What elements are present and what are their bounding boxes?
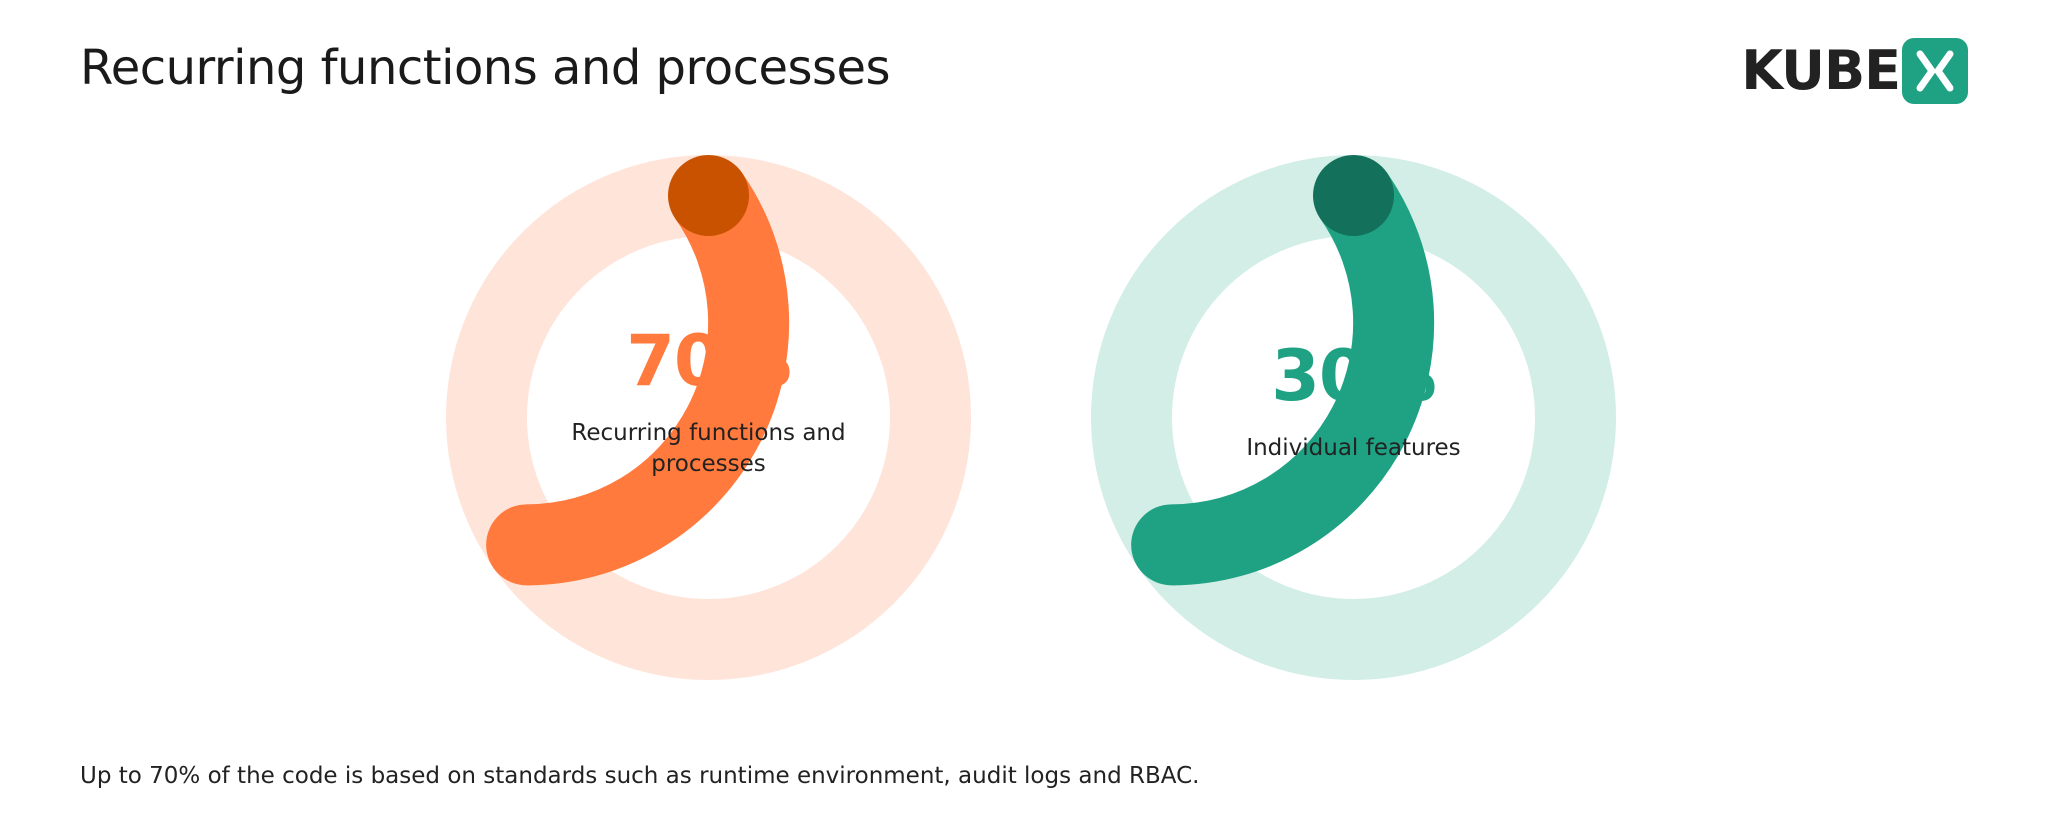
donut-center: 70% Recurring functions and processes xyxy=(446,155,971,680)
donut-start-cap xyxy=(668,155,749,236)
donut-center: 30% Individual features xyxy=(1091,155,1616,680)
page-title: Recurring functions and processes xyxy=(80,40,891,96)
donut-end-cap xyxy=(1131,504,1213,586)
donut-start-cap xyxy=(1313,155,1394,236)
donut-value-label: 70% xyxy=(626,319,792,402)
kubex-logo[interactable]: KUBE xyxy=(1741,38,1968,104)
donut-chart-individual: 30% Individual features xyxy=(1091,155,1616,680)
donut-end-cap xyxy=(486,504,568,586)
donut-svg xyxy=(446,155,971,680)
footnote: Up to 70% of the code is based on standa… xyxy=(80,763,1200,789)
donut-category-label: Recurring functions and processes xyxy=(571,419,846,477)
donut-svg xyxy=(1091,155,1616,680)
logo-wordmark: KUBE xyxy=(1741,39,1901,102)
donut-chart-recurring: 70% Recurring functions and processes xyxy=(446,155,971,680)
donut-category-label: Individual features xyxy=(1246,435,1461,461)
donut-filled-arc xyxy=(525,172,790,586)
kubex-x-icon xyxy=(1902,38,1968,104)
donut-filled-arc xyxy=(1170,172,1435,586)
donut-value-label: 30% xyxy=(1271,335,1437,417)
